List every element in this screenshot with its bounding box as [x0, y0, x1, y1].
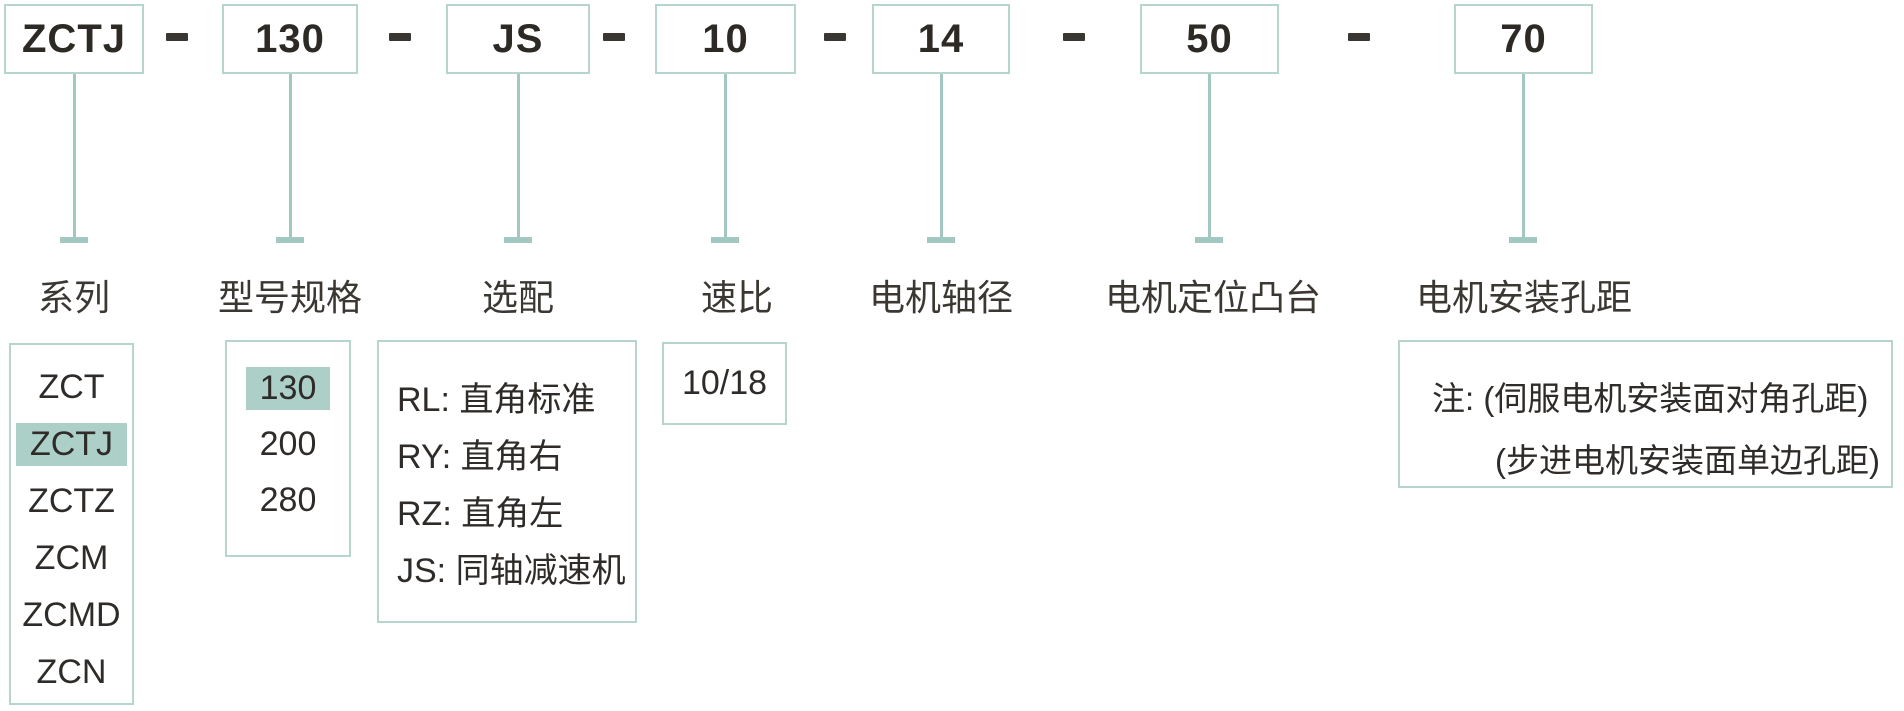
code-segment-pilot-boss: 50 — [1140, 4, 1279, 74]
code-segment-mounting-pitch: 70 — [1454, 4, 1593, 74]
connector-foot — [927, 237, 955, 243]
series-option: ZCTZ — [11, 473, 132, 530]
column-label-option: 选配 — [481, 277, 555, 318]
connector-line — [517, 74, 520, 237]
connector-foot — [1509, 237, 1537, 243]
mounting-pitch-note-box: 注: (伺服电机安装面对角孔距) (步进电机安装面单边孔距) — [1398, 340, 1893, 488]
config-option-label: RL: 直角标准 — [397, 381, 596, 419]
code-segment-option: JS — [446, 4, 590, 74]
code-segment-size: 130 — [222, 4, 358, 74]
series-option-label: ZCM — [34, 539, 109, 577]
connector-line — [289, 74, 292, 237]
column-label-series: 系列 — [37, 277, 111, 318]
dash-separator — [1348, 33, 1370, 41]
connector-line — [73, 74, 76, 237]
series-option-label-highlighted: ZCTJ — [15, 423, 128, 466]
dash-separator — [1063, 33, 1085, 41]
note-line-stepper: (步进电机安装面单边孔距) — [1495, 442, 1880, 479]
connector-foot — [504, 237, 532, 243]
series-option: ZCM — [11, 530, 132, 587]
config-option: RL: 直角标准 — [379, 368, 635, 425]
code-segment-series: ZCTJ — [4, 4, 144, 74]
dash-separator — [166, 33, 188, 41]
dash-separator — [603, 33, 625, 41]
size-option: 280 — [227, 472, 349, 528]
connector-line — [940, 74, 943, 237]
config-option-label: JS: 同轴减速机 — [397, 552, 626, 590]
config-option: JS: 同轴减速机 — [379, 539, 635, 596]
size-options-box: 130 200 280 — [225, 340, 351, 557]
ratio-option-label: 10/18 — [681, 364, 768, 402]
dash-separator — [824, 33, 846, 41]
size-option-label-highlighted: 130 — [245, 366, 331, 410]
dash-separator — [389, 33, 411, 41]
note-line-servo: 注: (伺服电机安装面对角孔距) — [1432, 380, 1869, 417]
connector-line — [724, 74, 727, 237]
series-option-label: ZCMD — [22, 596, 121, 634]
series-option-selected: ZCTJ — [11, 416, 132, 473]
code-segment-ratio: 10 — [655, 4, 796, 74]
size-option-label: 200 — [259, 424, 317, 463]
column-label-size: 型号规格 — [217, 277, 363, 318]
series-option: ZCT — [11, 359, 132, 416]
connector-foot — [276, 237, 304, 243]
connector-foot — [1195, 237, 1223, 243]
series-option-label: ZCT — [38, 368, 105, 406]
config-option-label: RY: 直角右 — [397, 438, 563, 476]
config-option: RY: 直角右 — [379, 425, 635, 482]
column-label-ratio: 速比 — [700, 277, 774, 318]
series-option-label: ZCTZ — [28, 482, 115, 520]
config-option-label: RZ: 直角左 — [397, 495, 564, 533]
ratio-options-box: 10/18 — [662, 342, 787, 425]
connector-foot — [60, 237, 88, 243]
series-options-box: ZCT ZCTJ ZCTZ ZCM ZCMD ZCN — [9, 343, 134, 705]
size-option: 200 — [227, 416, 349, 472]
code-segment-shaft-diameter: 14 — [872, 4, 1010, 74]
series-option: ZCN — [11, 644, 132, 701]
column-label-mounting-pitch: 电机安装孔距 — [1415, 277, 1633, 318]
config-options-box: RL: 直角标准 RY: 直角右 RZ: 直角左 JS: 同轴减速机 — [377, 340, 637, 623]
connector-line — [1208, 74, 1211, 237]
series-option-label: ZCN — [36, 653, 107, 691]
size-option-label: 280 — [259, 480, 317, 519]
series-option: ZCMD — [11, 587, 132, 644]
connector-foot — [711, 237, 739, 243]
column-label-shaft-diameter: 电机轴径 — [868, 277, 1014, 318]
column-label-pilot-boss: 电机定位凸台 — [1104, 277, 1322, 318]
connector-line — [1522, 74, 1525, 237]
config-option: RZ: 直角左 — [379, 482, 635, 539]
size-option-selected: 130 — [227, 360, 349, 416]
